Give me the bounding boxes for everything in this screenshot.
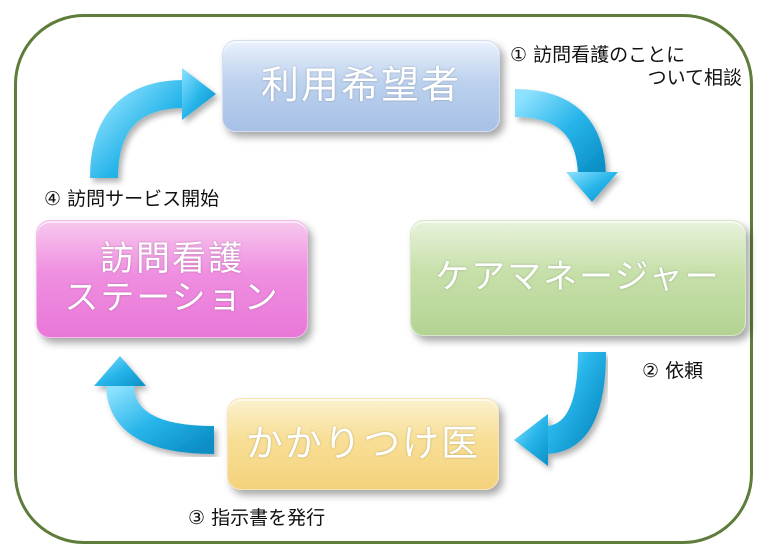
node-user: 利用希望者 — [222, 40, 500, 132]
node-doctor: かかりつけ医 — [227, 398, 499, 490]
node-user-label: 利用希望者 — [260, 63, 461, 108]
arrow-user-to-care — [514, 89, 618, 202]
node-station-line2: ステーション — [64, 278, 280, 318]
step-1-line1: ① 訪問看護のことに — [510, 44, 686, 66]
node-care-manager-label: ケアマネージャー — [435, 257, 721, 298]
arrow-doctor-to-station — [94, 356, 215, 454]
step-4-label: ④ 訪問サービス開始 — [44, 188, 220, 210]
step-3-label: ③ 指示書を発行 — [188, 507, 326, 529]
step-1-label: ① 訪問看護のことに ついて相談 — [510, 44, 750, 90]
step-1-line2: ついて相談 — [647, 66, 742, 89]
node-station: 訪問看護 ステーション — [36, 220, 308, 338]
arrow-station-to-user — [90, 68, 216, 179]
step-2-label: ② 依頼 — [642, 360, 704, 382]
node-doctor-label: かかりつけ医 — [245, 421, 481, 465]
node-station-line1: 訪問看護 — [99, 238, 244, 279]
arrow-care-to-doctor — [514, 351, 606, 466]
node-care-manager: ケアマネージャー — [410, 220, 746, 336]
